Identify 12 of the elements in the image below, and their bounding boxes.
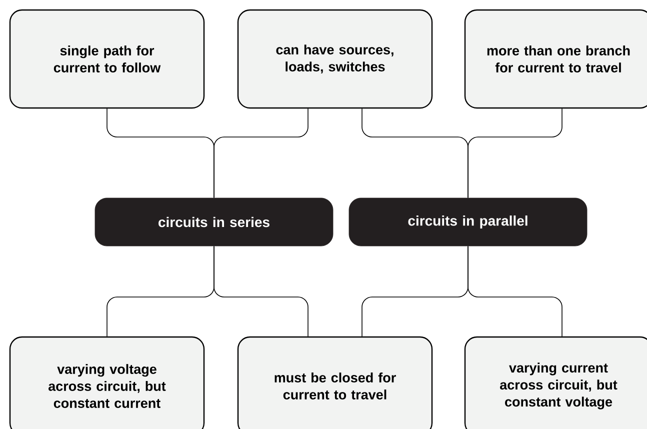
connector-line (214, 108, 308, 198)
description-box: more than one branch for current to travel (464, 9, 647, 109)
description-box: varying current across circuit, but constant voltage (464, 336, 647, 429)
description-box: single path for current to follow (9, 9, 205, 109)
description-box: can have sources, loads, switches (237, 9, 433, 109)
description-box: varying voltage across circuit, but constant current (9, 336, 205, 429)
category-box: circuits in parallel (348, 198, 588, 246)
connector-line (468, 108, 562, 198)
category-box: circuits in series (94, 198, 334, 246)
connector-line (468, 246, 562, 337)
connector-line (214, 246, 308, 337)
description-box: must be closed for current to travel (237, 336, 433, 429)
